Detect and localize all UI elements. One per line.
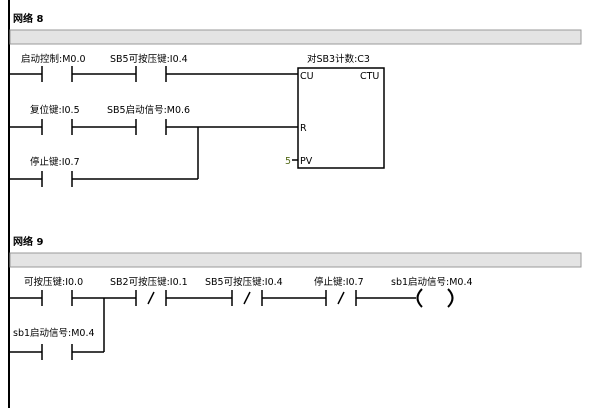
- contact-label: 可按压键:I0.0: [24, 276, 83, 288]
- contact-n8-m0-0[interactable]: 启动控制:M0.0: [21, 53, 86, 82]
- contact-n8-i0-5[interactable]: 复位键:I0.5: [30, 104, 80, 135]
- network-8[interactable]: 网络 8 启动控制:M0.0 SB5可按压键:I0.4 复位键:I0.5 SB5…: [9, 12, 582, 187]
- contact-n9-i0-0[interactable]: 可按压键:I0.0: [24, 276, 83, 306]
- contact-n9-i0-4-nc[interactable]: SB5可按压键:I0.4: [205, 276, 283, 306]
- contact-label: 启动控制:M0.0: [21, 53, 86, 65]
- contact-n8-i0-4[interactable]: SB5可按压键:I0.4: [110, 53, 188, 82]
- contact-label: 停止键:I0.7: [30, 156, 80, 168]
- network-8-comment-bar[interactable]: [9, 29, 582, 45]
- network-9[interactable]: 网络 9 可按压键:I0.0 SB2可按压键:I0.1 SB5可按压键:I0.4…: [9, 235, 582, 360]
- contact-label: SB5启动信号:M0.6: [107, 104, 190, 116]
- counter-cu-pin: CU: [300, 71, 314, 82]
- network-9-title: 网络 9: [13, 235, 43, 248]
- contact-label: sb1启动信号:M0.4: [13, 327, 95, 339]
- counter-r-pin: R: [300, 123, 307, 134]
- counter-pv-pin: PV: [300, 156, 313, 167]
- contact-label: SB2可按压键:I0.1: [110, 276, 188, 288]
- counter-title: 对SB3计数:C3: [307, 53, 370, 65]
- contact-n9-m0-4[interactable]: sb1启动信号:M0.4: [13, 327, 95, 360]
- coil-m0-4[interactable]: sb1启动信号:M0.4: [391, 276, 473, 308]
- counter-box: [297, 67, 385, 169]
- contact-label: SB5可按压键:I0.4: [110, 53, 188, 65]
- contact-n8-i0-7[interactable]: 停止键:I0.7: [30, 156, 80, 187]
- contact-n9-i0-7-nc[interactable]: 停止键:I0.7: [314, 276, 364, 306]
- network-9-comment-bar[interactable]: [9, 252, 582, 268]
- contact-label: SB5可按压键:I0.4: [205, 276, 283, 288]
- contact-n8-m0-6[interactable]: SB5启动信号:M0.6: [107, 104, 190, 135]
- network-8-title: 网络 8: [13, 12, 43, 25]
- contact-n9-i0-1-nc[interactable]: SB2可按压键:I0.1: [110, 276, 188, 306]
- contact-label: 复位键:I0.5: [30, 104, 80, 116]
- coil-label: sb1启动信号:M0.4: [391, 276, 473, 288]
- counter-pv-value[interactable]: 5: [285, 156, 291, 167]
- counter-ctu-label: CTU: [360, 71, 379, 82]
- contact-label: 停止键:I0.7: [314, 276, 364, 288]
- counter-c3[interactable]: 对SB3计数:C3 CU CTU R 5 PV: [285, 53, 385, 169]
